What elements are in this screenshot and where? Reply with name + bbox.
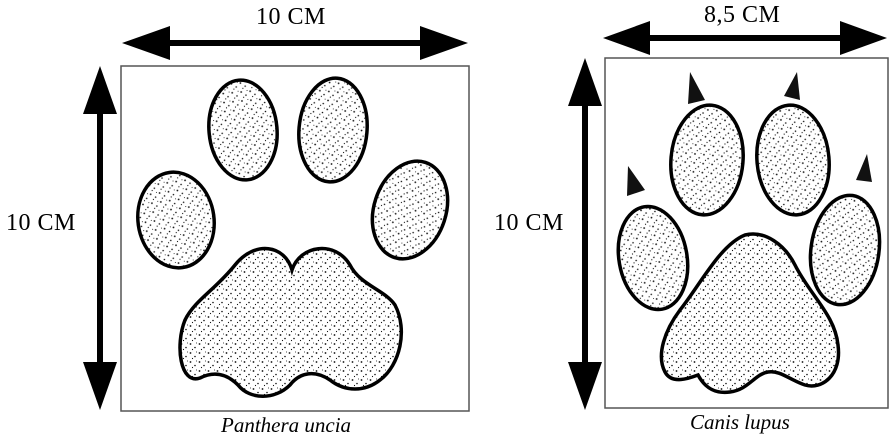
snow-leopard-track xyxy=(83,26,469,411)
right-caption: Canis lupus xyxy=(690,410,790,435)
left-caption: Panthera uncia xyxy=(221,413,351,438)
left-width-label: 10 CM xyxy=(256,4,326,31)
wolf-track xyxy=(568,21,888,410)
right-height-arrow xyxy=(568,58,602,410)
right-width-label: 8,5 CM xyxy=(704,2,780,29)
left-width-arrow xyxy=(122,26,468,60)
right-height-label: 10 CM xyxy=(494,210,564,237)
left-height-arrow xyxy=(83,66,117,410)
left-height-label: 10 CM xyxy=(6,210,76,237)
